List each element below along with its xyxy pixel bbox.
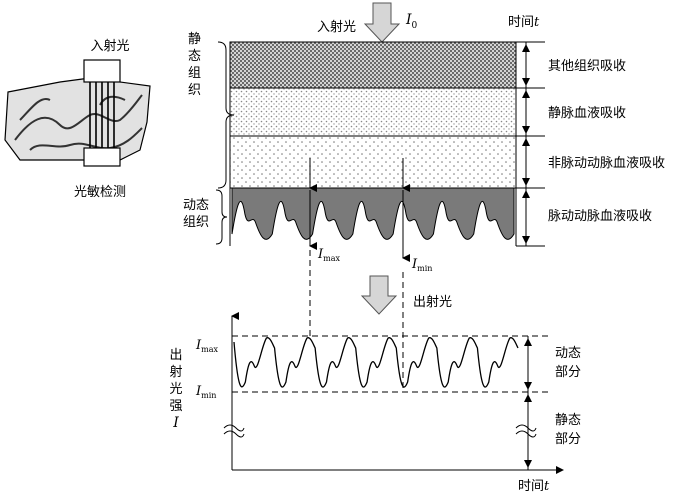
layer-axis-arrow-2a [522,126,530,134]
static-arrow-bottom [524,460,532,468]
incident-light-arrow [363,2,401,43]
top-imin-label: Imin [411,257,432,273]
bottom-time-label: 时间t [518,479,550,494]
ylabel-char-3: 光 [169,382,182,397]
outgoing-light-arrow [360,275,398,315]
layer-venous-blood [229,87,517,137]
layer-pulsatile-arterial-peaks [231,187,515,240]
tissue-layers-diagram: 入射光 I0 时间t 其他组织吸收 静脉血液吸收 非脉动动脉血液吸收 [183,2,665,273]
layer-axis-arrow-3b [522,190,530,198]
dynamic-part-line-1: 动态 [555,346,581,361]
layer-label-other: 其他组织吸收 [548,59,626,74]
dynamic-tissue-line-2: 组织 [183,215,209,230]
layer-label-pulsatile: 脉动动脉血液吸收 [548,209,652,224]
x-axis-arrow [556,466,564,474]
static-tissue-char-1: 静 [188,32,201,47]
photodetector [83,147,121,167]
outgoing-light-section: 出射光 [309,250,452,392]
static-tissue-char-4: 织 [188,83,201,98]
dyn-arrow-bottom [524,382,532,390]
dyn-arrow-top [524,338,532,346]
layer-label-venous: 静脉血液吸收 [548,106,626,121]
static-part-label: 静态 部分 [555,413,581,447]
layer-boundary-ticks [516,87,545,247]
layer-axis-arrow-1a [522,78,530,86]
ylabel-char-4: 强 [169,399,182,414]
top-incident-label: 入射光 [317,19,356,35]
output-intensity-plot: 出 射 光 强 I 时间t Imax Imin [169,312,581,494]
I0-label: I0 [405,12,418,31]
ylabel-var: I [172,415,179,431]
layer-axis-arrow-1b [522,90,530,98]
layer-label-nonpulsatile: 非脉动动脉血液吸收 [548,156,665,171]
finger-sensor-illustration: 入射光 光敏检测 [4,38,151,200]
dynamic-part-line-2: 部分 [555,365,581,380]
static-part-line-1: 静态 [555,413,581,428]
dynamic-part-label: 动态 部分 [555,346,581,380]
finger-detector-label: 光敏检测 [74,185,126,200]
dynamic-tissue-line-1: 动态 [183,198,209,213]
finger-outline [4,77,151,161]
bottom-imin-label: Imin [195,384,216,400]
outgoing-light-label: 出射光 [413,294,452,310]
light-emitter [83,59,121,83]
static-tissue-label: 静 态 组 织 [188,32,201,98]
layer-axis-arrow-2b [522,138,530,146]
layer-axis-arrow-3a [522,178,530,186]
ppg-waveform [233,337,519,388]
layer-axis-arrow-bottom [522,236,530,244]
ylabel-char-2: 射 [169,364,182,380]
static-part-line-2: 部分 [555,432,581,447]
top-imax-label: Imax [317,247,340,263]
finger-incident-label: 入射光 [90,38,129,54]
top-time-axis-label: 时间t [508,15,540,30]
light-path-lines [89,82,115,148]
axis-break-marks [223,424,537,438]
layer-nonpulsatile-arterial [229,135,517,189]
static-arrow-top [524,394,532,402]
y-axis-label: 出 射 光 强 I [169,348,182,431]
static-tissue-char-2: 态 [188,49,201,64]
layer-axis-arrow-top [522,44,530,52]
static-tissue-brace [217,41,235,189]
dynamic-tissue-brace [215,189,228,245]
static-tissue-char-3: 组 [188,66,201,81]
ylabel-char-1: 出 [169,348,182,363]
dynamic-tissue-label: 动态 组织 [183,198,209,230]
layer-other-tissue [229,41,517,89]
bottom-imax-label: Imax [195,338,218,354]
